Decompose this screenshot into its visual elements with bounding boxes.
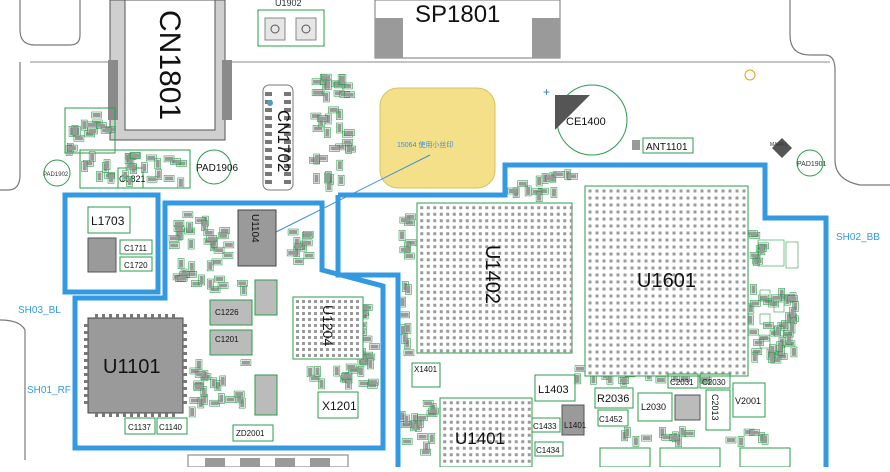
copper-pad-area <box>379 87 496 189</box>
r2036-label: R2036 <box>597 393 629 405</box>
mark1-label: MARK1 <box>770 142 787 148</box>
u1101-label: U1101 <box>103 356 160 378</box>
polarity-plus: + <box>543 85 550 99</box>
ant1101-pad: ANT1101 <box>632 137 694 154</box>
u1204-bga: U1204 <box>292 296 364 360</box>
pad1901: PAD1901 <box>796 149 827 177</box>
cn1801-connector: CN1801 <box>108 0 232 141</box>
shield-sh01 <box>72 200 386 451</box>
c1201-label: C1201 <box>215 335 239 344</box>
sh01-label: SH01_RF <box>27 385 71 396</box>
u1104-label: U1104 <box>249 214 260 243</box>
sh02-lower-components: X1401 L1403 L1401 C1433 C1434 R2036 C145… <box>411 362 766 457</box>
l2030-label: L2030 <box>641 402 666 412</box>
sh03-label: SH03_BL <box>18 305 61 316</box>
fiducial-ring <box>744 69 756 81</box>
ant1101-label: ANT1101 <box>646 142 688 153</box>
v2001-label: V2001 <box>735 396 761 406</box>
component-block-left-top: C1821 <box>64 107 191 189</box>
u1402-label: U1402 <box>481 245 503 304</box>
l1703-label: L1703 <box>91 214 125 228</box>
board-outline <box>0 0 890 460</box>
shield-sh03 <box>62 192 161 295</box>
sh01-bottom-parts: C1137 C1140 ZD2001 X1201 <box>124 391 359 442</box>
x1401-label: X1401 <box>414 365 438 374</box>
u1104-chip: U1104 <box>237 209 277 267</box>
u1401-bga: U1401 <box>439 397 533 468</box>
sp1801-speaker: SP1801 <box>374 0 561 59</box>
l1401-label: L1401 <box>564 421 587 430</box>
ce1400-capacitor: CE1400 + <box>543 84 628 156</box>
c1226-label: C1226 <box>215 308 239 317</box>
c1433-label: C1433 <box>533 422 557 431</box>
silkscreen-note: 15064 使用小丝印 <box>397 140 453 149</box>
c2031-label: C2031 <box>670 378 694 387</box>
c1434-label: C1434 <box>536 446 560 455</box>
mark1-fiducial: MARK1 <box>770 138 792 158</box>
c1452-label: C1452 <box>599 415 623 424</box>
pad1901-label: PAD1901 <box>797 161 827 168</box>
x1201-label: X1201 <box>322 399 357 413</box>
c1720-label: C1720 <box>124 261 148 270</box>
c1137-label: C1137 <box>128 423 152 432</box>
sh01-small-chips: C1226 C1201 <box>209 279 278 416</box>
l1403-label: L1403 <box>538 384 569 396</box>
cn1702-connector: CN1702 <box>262 84 294 191</box>
c1821-label: C1821 <box>119 174 146 184</box>
u1401-label: U1401 <box>455 429 505 448</box>
cn1801-label: CN1801 <box>153 10 186 120</box>
c1711-label: C1711 <box>124 244 148 253</box>
sp1801-label: SP1801 <box>415 1 500 28</box>
pad1902-label: PAD1902 <box>43 172 69 178</box>
sh03-components: L1703 C1711 C1720 <box>87 206 153 273</box>
c2030-label: C2030 <box>702 378 726 387</box>
pad1906: PAD1906 <box>196 149 239 185</box>
zd2001-label: ZD2001 <box>236 429 265 438</box>
u1402-bga: U1402 <box>416 202 573 354</box>
u1601-label: U1601 <box>637 270 696 292</box>
pad1902: PAD1902 <box>43 159 71 187</box>
ce1400-label: CE1400 <box>566 116 606 128</box>
cn1702-label: CN1702 <box>274 110 293 172</box>
u1601-bga: U1601 <box>584 185 749 377</box>
shield-sh02 <box>335 162 829 467</box>
sh02-label: SH02_BB <box>836 232 880 243</box>
u1204-label: U1204 <box>320 305 336 346</box>
u1902-component: U1902 <box>257 0 325 47</box>
u1101-chip: U1101 <box>84 314 187 417</box>
c2013-label: C2013 <box>710 394 720 421</box>
pad1906-label: PAD1906 <box>196 163 239 174</box>
c1140-label: C1140 <box>159 423 183 432</box>
u1902-label: U1902 <box>275 0 302 8</box>
